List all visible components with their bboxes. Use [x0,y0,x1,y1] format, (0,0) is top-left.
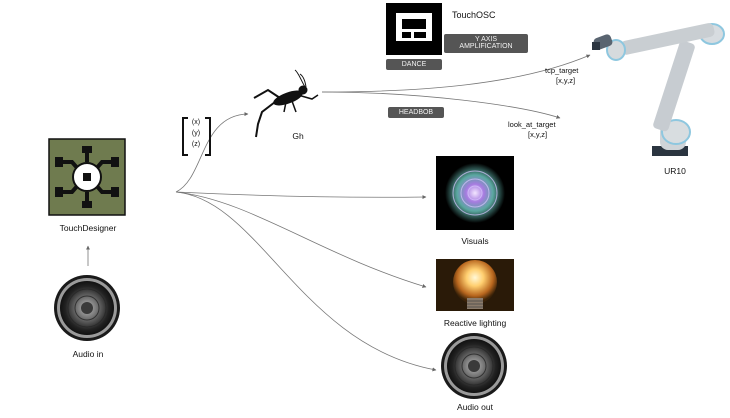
arrow-gh-to-tcp [321,54,591,93]
speaker-icon [441,333,507,399]
visuals-label: Visuals [461,236,489,246]
robot-arm-icon [592,23,725,156]
audio-out-label: Audio out [457,402,493,412]
touchdesigner-logo-icon [48,138,126,216]
connectors [86,54,591,372]
reactive-lighting-label: Reactive lighting [443,318,507,328]
audio-in-label: Audio in [72,349,104,359]
grasshopper-icon [253,69,319,138]
arrow-gh-to-lookat [321,91,561,119]
xyz-z: (z) [191,141,201,148]
look-at-target-name: look_at_target [508,120,556,129]
speaker-icon [54,275,120,341]
dance-button[interactable]: DANCE [386,59,442,70]
xyz-x: (x) [191,119,201,126]
light-bulb-icon [436,259,514,311]
y-axis-amplification-button[interactable]: Y AXIS AMPLIFICATION [444,34,528,53]
headbob-button[interactable]: HEADBOB [388,107,444,118]
xyz-y: (y) [191,130,201,137]
tcp-target-value: [x,y,z] [556,76,576,85]
touchosc-logo-icon [386,3,442,55]
rose-visual-icon [436,156,514,230]
arrow-td-to-audio-out [175,191,437,372]
touchosc-label: TouchOSC [452,10,496,20]
touchdesigner-label: TouchDesigner [59,223,117,233]
xyz-bracket [182,117,211,156]
ur10-label: UR10 [664,166,686,176]
arrow-td-to-lighting [175,191,427,288]
arrow-td-to-gh [175,112,249,193]
arrow-td-to-visuals [175,191,427,200]
gh-label: Gh [292,131,304,141]
tcp-target-name: tcp_target [545,66,579,75]
look-at-target-value: [x,y,z] [528,130,548,139]
